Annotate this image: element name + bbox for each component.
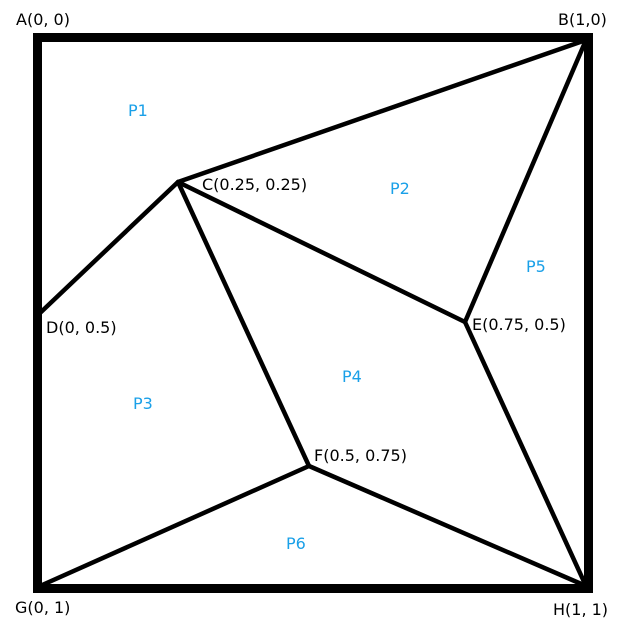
edges bbox=[37, 37, 589, 589]
vertex-label-d: D(0, 0.5) bbox=[46, 318, 117, 337]
edge-b-e bbox=[462, 37, 589, 325]
outer-square bbox=[33, 33, 593, 593]
edge-f-h bbox=[306, 463, 589, 589]
region-label-p1: P1 bbox=[128, 101, 148, 120]
vertex-label-a: A(0, 0) bbox=[16, 10, 70, 29]
vertex-label-h: H(1, 1) bbox=[553, 600, 608, 619]
vertex-label-b: B(1,0) bbox=[558, 10, 607, 29]
region-label-p6: P6 bbox=[286, 534, 306, 553]
vertex-labels: A(0, 0) B(1,0) C(0.25, 0.25) D(0, 0.5) E… bbox=[15, 10, 608, 619]
region-labels: P1 P2 P3 P4 P5 P6 bbox=[128, 101, 546, 553]
edge-c-d bbox=[37, 179, 181, 316]
vertex-label-e: E(0.75, 0.5) bbox=[472, 315, 566, 334]
edge-c-e bbox=[175, 179, 468, 325]
vertex-label-f: F(0.5, 0.75) bbox=[314, 446, 407, 465]
vertex-label-c: C(0.25, 0.25) bbox=[202, 175, 307, 194]
region-label-p5: P5 bbox=[526, 257, 546, 276]
edge-f-g bbox=[37, 463, 312, 589]
region-label-p3: P3 bbox=[133, 394, 153, 413]
edge-c-f bbox=[175, 179, 312, 469]
region-label-p2: P2 bbox=[390, 179, 410, 198]
edge-c-b bbox=[175, 37, 589, 185]
region-label-p4: P4 bbox=[342, 367, 362, 386]
vertex-label-g: G(0, 1) bbox=[15, 598, 70, 617]
edge-e-h bbox=[462, 319, 589, 589]
